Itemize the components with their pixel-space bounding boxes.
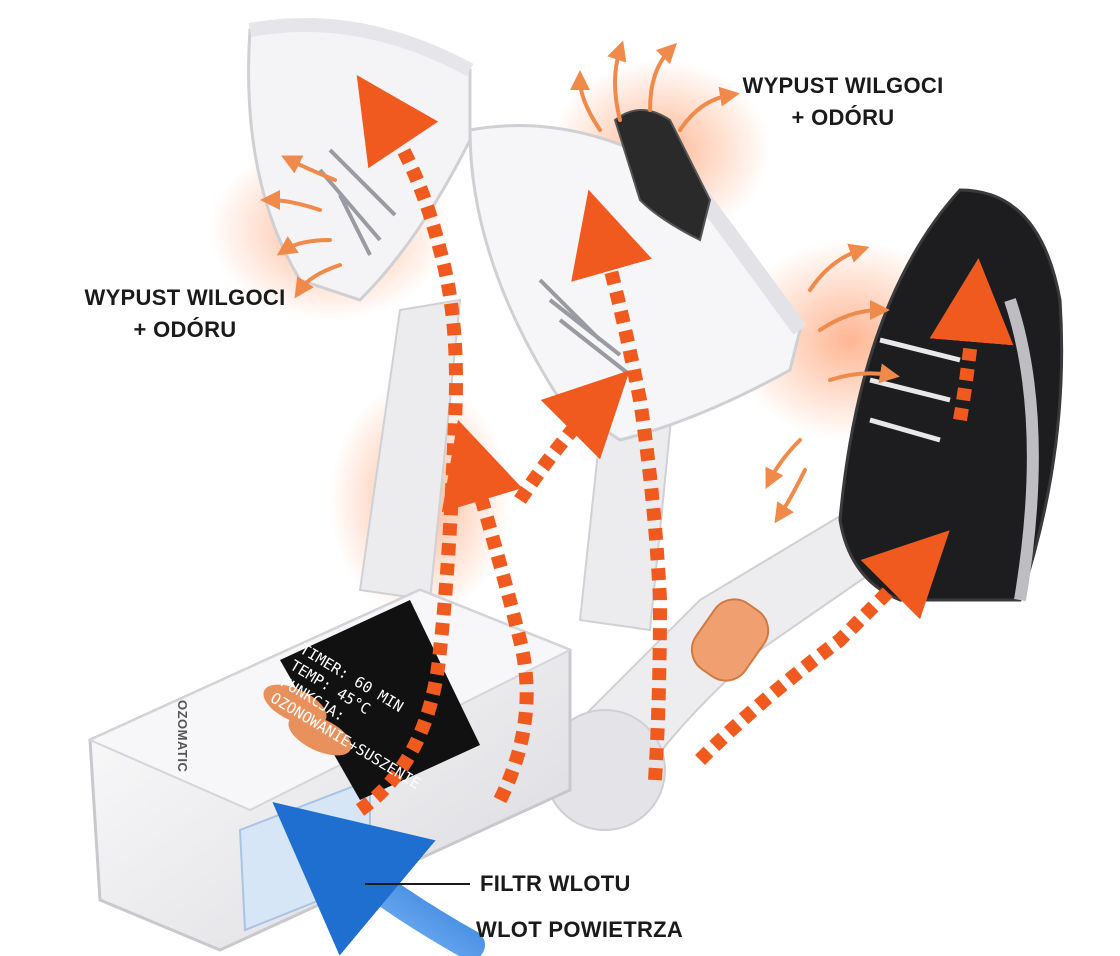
white-sneaker-middle	[468, 124, 807, 442]
exhaust-wisps	[260, 40, 900, 524]
control-display	[280, 600, 480, 800]
callout-line: + ODÓRU	[133, 317, 237, 342]
air-intake-callout: WLOT POWIETRZA	[476, 917, 684, 942]
brand-logo: OZOMATIC	[175, 700, 190, 773]
exhaust-callout-left: WYPUST WILGOCI + ODÓRU	[60, 282, 310, 346]
callout-line: WYPUST WILGOCI	[84, 285, 286, 310]
control-buttons[interactable]	[257, 676, 357, 764]
exhaust-callout-right: WYPUST WILGOCI + ODÓRU	[718, 70, 968, 134]
callout-line: + ODÓRU	[791, 105, 895, 130]
callout-line: WYPUST WILGOCI	[742, 73, 944, 98]
dryer-arm-front	[544, 508, 892, 831]
air-intake-arrow	[272, 801, 485, 956]
airflow-arrows	[355, 75, 1014, 816]
inlet-filter-callout: FILTR WLOTU	[480, 871, 631, 896]
